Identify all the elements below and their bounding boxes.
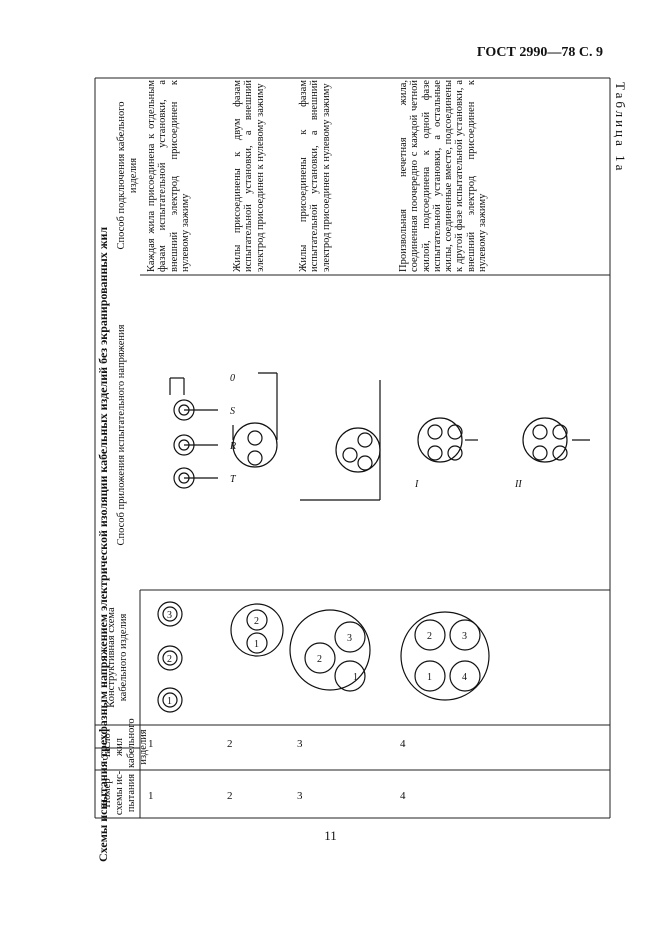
- row3-connection: Жилы присоединены к фазам испытательной …: [298, 80, 332, 272]
- row1-connection: Каждая жила присоединена к отдельным фаз…: [146, 80, 191, 272]
- page-number: 11: [324, 828, 337, 843]
- header-voltage: Способ приложения испытательного напряже…: [116, 324, 127, 546]
- header-connection: Способ подключения кабельного изделия: [116, 101, 139, 250]
- row2-cores: 2: [227, 738, 233, 750]
- row3-cores: 3: [297, 738, 303, 750]
- row1-scheme: 1: [148, 790, 154, 802]
- row3-scheme: 3: [297, 790, 303, 802]
- row4-cores: 4: [400, 738, 406, 750]
- header-cores: Число жил кабельного изделия: [102, 718, 149, 768]
- row1-cores: 1: [148, 738, 154, 750]
- row4-scheme: 4: [400, 790, 406, 802]
- page-header: ГОСТ 2990—78 С. 9: [476, 45, 603, 60]
- row2-connection: Жилы присоединены к двум фазам испытател…: [232, 80, 266, 272]
- header-scheme-number: Номер схемы ис- пытания: [102, 770, 137, 816]
- row2-scheme: 2: [227, 790, 233, 802]
- row4-connection: Произвольная нечетная жила, соединенная …: [398, 80, 489, 272]
- header-design: Конструктивная схема кабельного изделия: [106, 607, 129, 708]
